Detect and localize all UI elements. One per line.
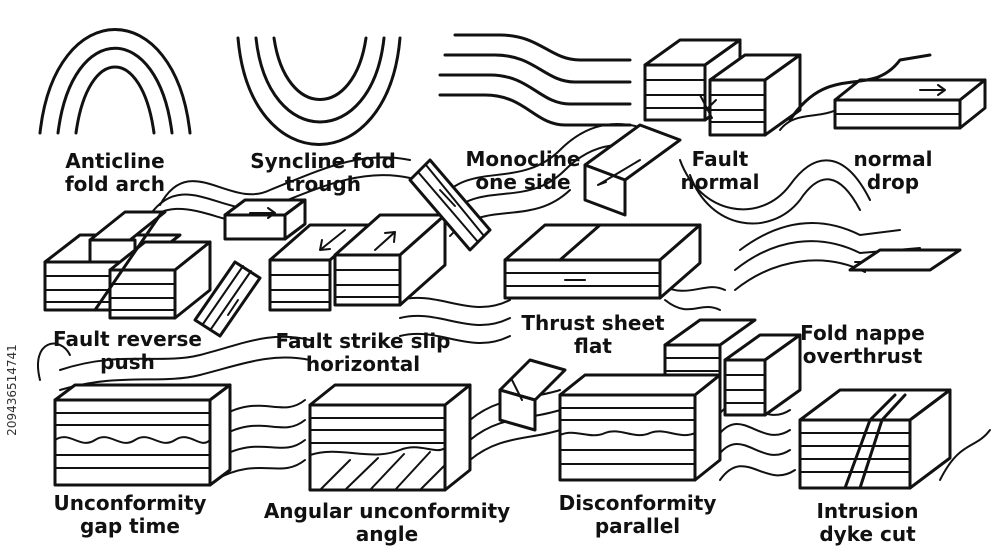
label-intrusion: Intrusion dyke cut	[800, 500, 935, 546]
label-fault-normal: Fault normal	[670, 148, 770, 194]
syncline-line2: trough	[285, 172, 361, 196]
watermark-text: 209436514741	[5, 344, 19, 436]
strike-slip-line2: horizontal	[305, 352, 421, 376]
monocline-line2: one side	[475, 170, 571, 194]
syncline-line1: Syncline fold	[250, 149, 396, 173]
fault-reverse-line1: Fault reverse	[53, 327, 202, 351]
fault-strike-slip-blocks	[268, 213, 447, 312]
angular-unconformity-block	[308, 383, 472, 492]
tilted-block-monocline	[408, 158, 492, 252]
monocline-line1: Monocline	[465, 147, 581, 171]
thrust-sheet-line1: Thrust sheet	[521, 311, 665, 335]
stock-id-watermark: 209436514741	[2, 300, 22, 480]
label-normal-drop: normal drop	[838, 148, 948, 194]
normal-drop-line2: drop	[866, 170, 920, 194]
label-unconformity: Unconformity gap time	[45, 492, 215, 538]
fault-normal-line2: normal	[680, 170, 760, 194]
fault-reverse-blocks	[43, 210, 212, 320]
syncline-fold-icon	[236, 36, 402, 146]
fault-reverse-line2: push	[100, 350, 155, 374]
slip-arrow-block	[223, 198, 307, 241]
intrusion-line1: Intrusion	[816, 499, 919, 523]
strike-slip-line1: Fault strike slip	[275, 329, 451, 353]
normal-drop-block	[788, 53, 987, 130]
anticline-fold-icon	[38, 28, 192, 135]
angular-unconformity-line1: Angular unconformity	[263, 499, 511, 523]
disconformity-line1: Disconformity	[558, 491, 717, 515]
label-disconformity: Disconformity parallel	[550, 492, 725, 538]
label-thrust-sheet: Thrust sheet flat	[513, 312, 673, 358]
label-monocline: Monocline one side	[448, 148, 598, 194]
unconformity-block	[53, 383, 232, 487]
tilted-strata-block	[193, 260, 262, 338]
disconformity-line2: parallel	[594, 514, 681, 538]
fault-normal-line1: Fault	[691, 147, 749, 171]
disconformity-block	[558, 373, 722, 482]
unconformity-line2: gap time	[80, 514, 180, 538]
intrusion-block	[798, 388, 952, 490]
label-fold-nappe: Fold nappe overthrust	[785, 322, 940, 368]
anticline-line1: Anticline	[65, 149, 165, 173]
intrusion-line2: dyke cut	[819, 522, 916, 546]
label-anticline: Anticline fold arch	[50, 150, 180, 196]
small-fault-block	[498, 358, 567, 432]
fault-normal-blocks	[643, 38, 802, 137]
fold-nappe-line2: overthrust	[802, 344, 923, 368]
normal-drop-line1: normal	[853, 147, 933, 171]
label-syncline: Syncline fold trough	[238, 150, 408, 196]
thrust-sheet-line2: flat	[574, 334, 612, 358]
anticline-line2: fold arch	[64, 172, 166, 196]
label-fault-reverse: Fault reverse push	[45, 328, 210, 374]
monocline-fold-icon	[438, 33, 632, 127]
unconformity-line1: Unconformity	[53, 491, 207, 515]
angular-unconformity-line2: angle	[355, 522, 419, 546]
fold-nappe-line1: Fold nappe	[800, 321, 925, 345]
label-strike-slip: Fault strike slip horizontal	[263, 330, 463, 376]
monocline-slip-block	[583, 123, 682, 217]
thrust-sheet-blocks	[503, 223, 702, 300]
label-angular-unconformity: Angular unconformity angle	[257, 500, 517, 546]
